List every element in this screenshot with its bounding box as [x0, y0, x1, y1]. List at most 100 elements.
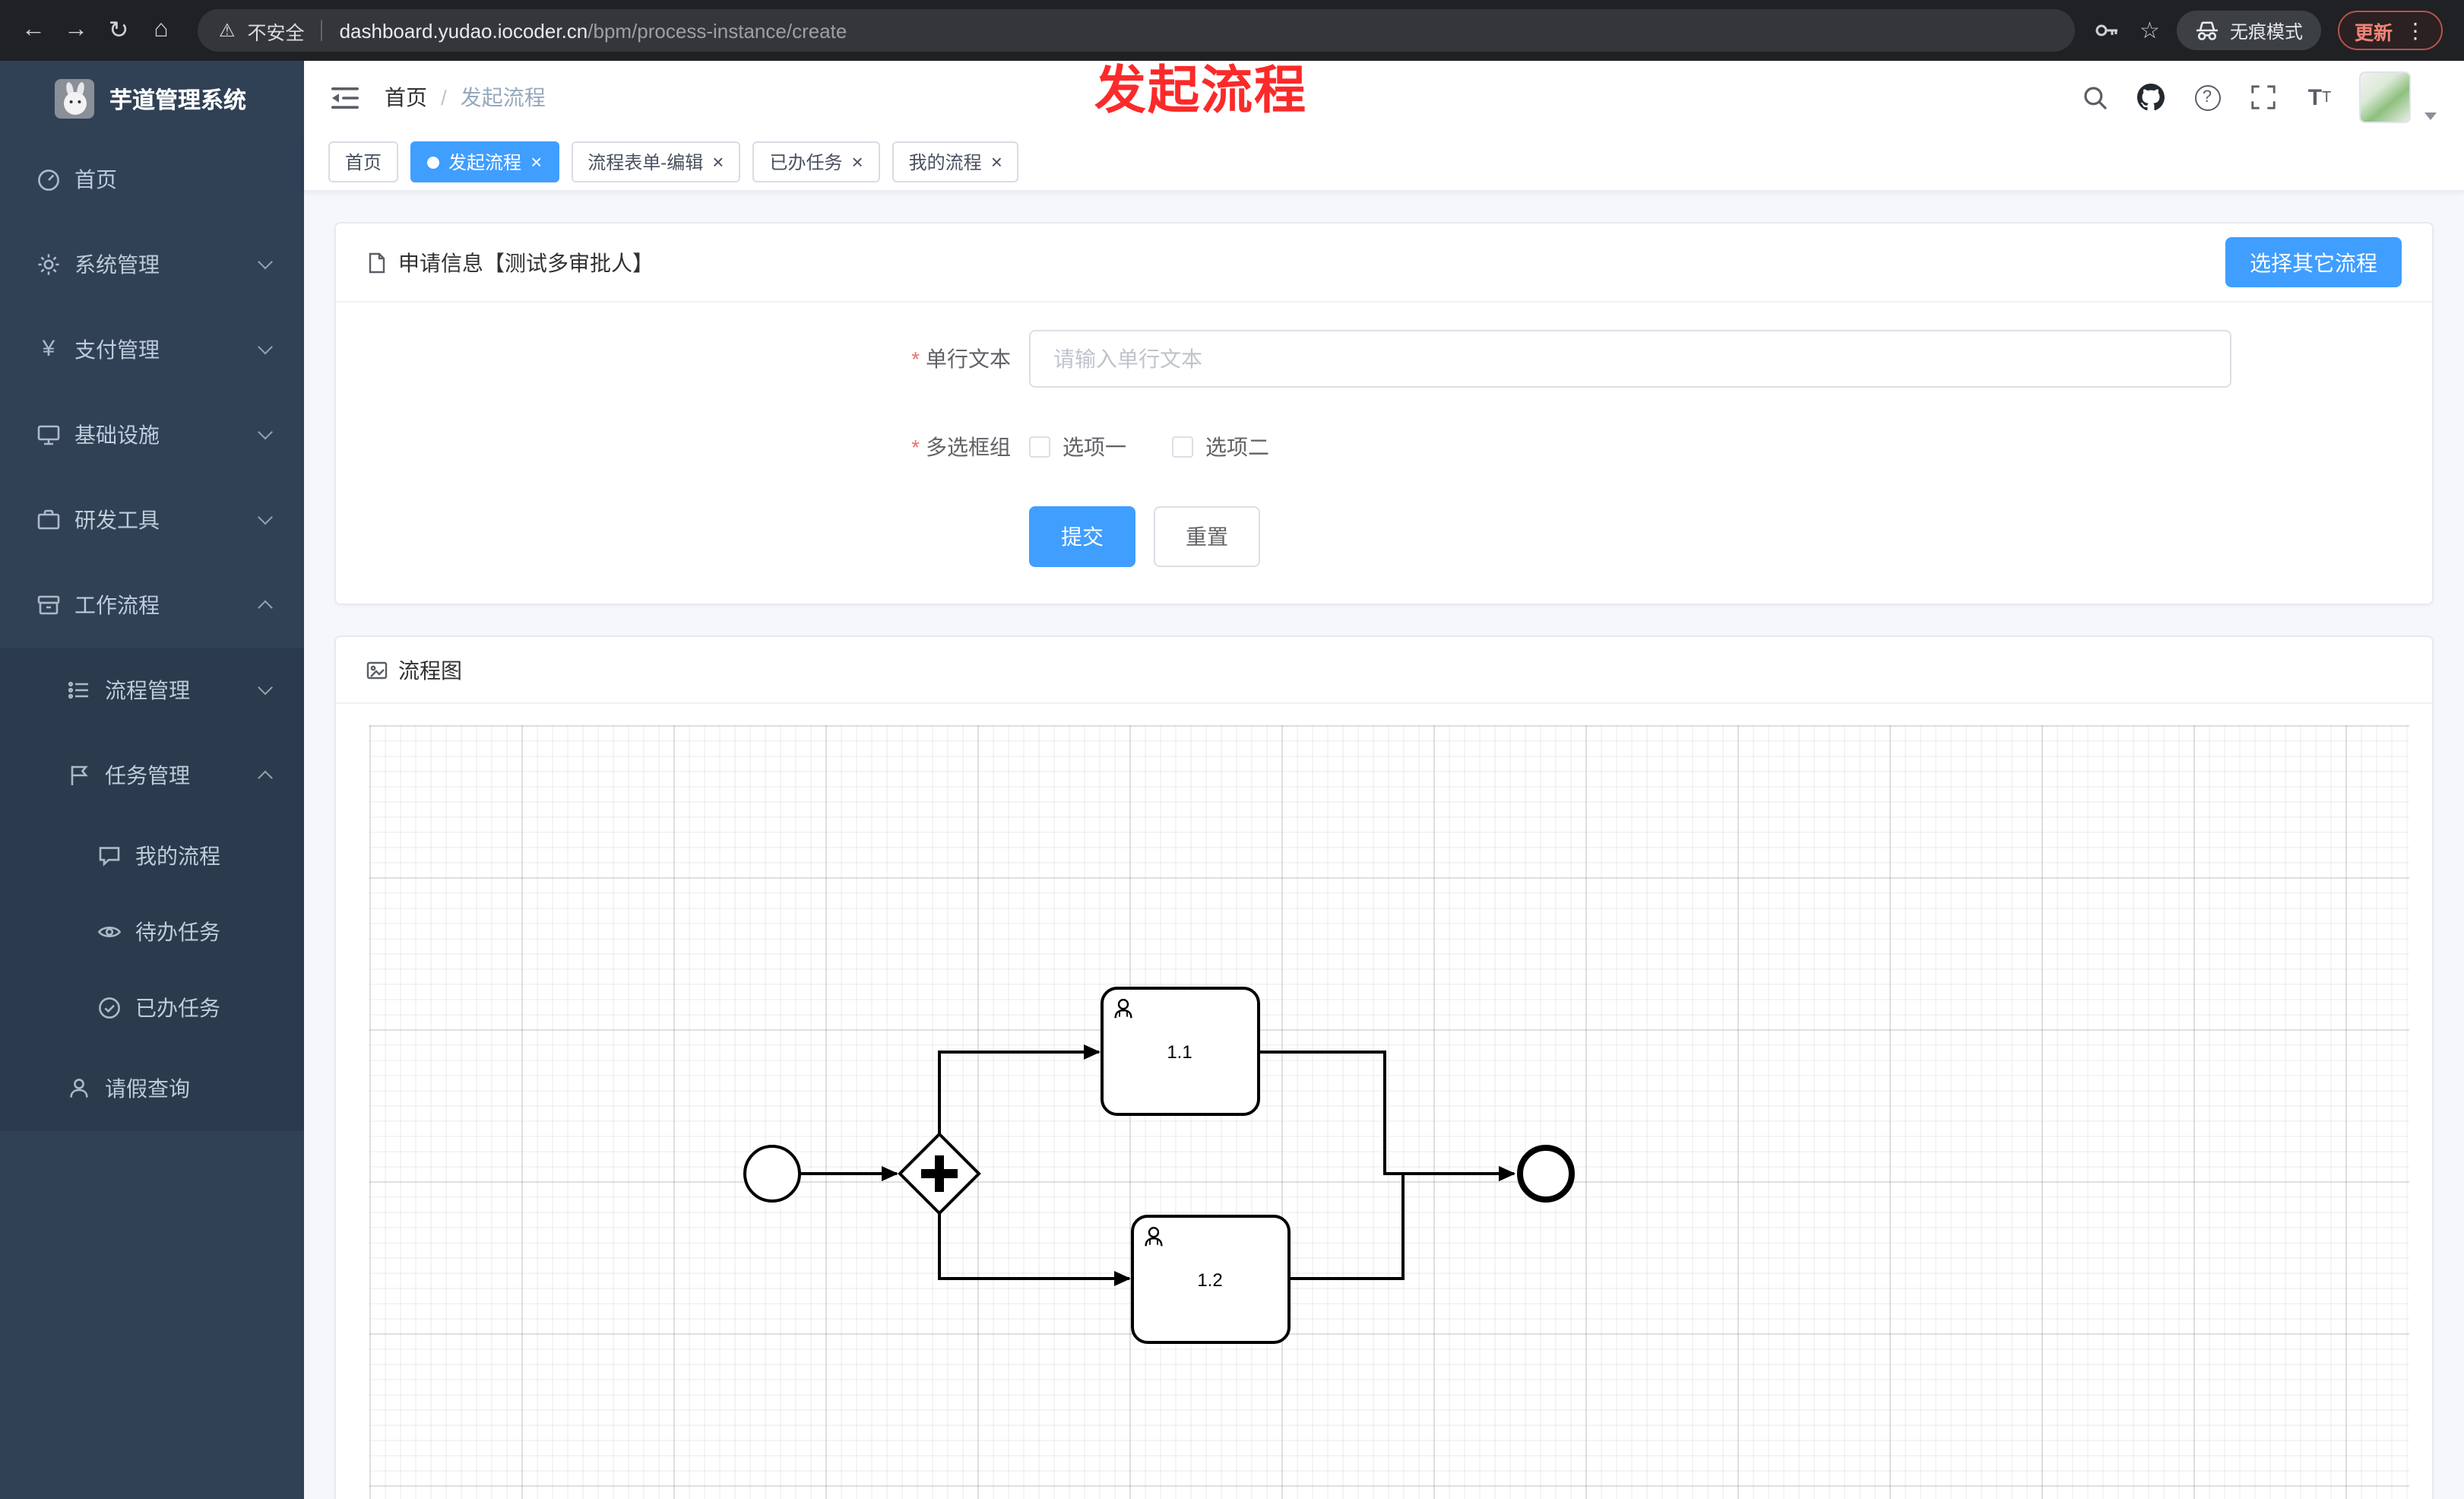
process-management-icon	[68, 681, 88, 699]
user-avatar[interactable]	[2359, 71, 2411, 123]
checkbox-option-2[interactable]: 选项二	[1172, 432, 1269, 462]
sidebar-item-label: 工作流程	[74, 593, 160, 617]
search-icon[interactable]	[2078, 79, 2111, 116]
sidebar-item-dev-tools[interactable]: 研发工具	[0, 477, 304, 563]
close-icon[interactable]: ×	[990, 151, 1002, 173]
apply-info-title: 申请信息【测试多审批人】	[398, 250, 654, 274]
single-line-text-input[interactable]	[1029, 330, 2231, 388]
browser-reload-icon[interactable]: ↻	[108, 18, 129, 44]
address-bar[interactable]: ⚠ 不安全 dashboard.yudao.iocoder.cn/bpm/pro…	[198, 9, 2075, 52]
document-icon	[369, 252, 385, 273]
sidebar-item-payment-management[interactable]: ¥ 支付管理	[0, 307, 304, 392]
sidebar-item-label: 支付管理	[74, 338, 160, 362]
sidebar-item-label: 流程管理	[105, 678, 190, 702]
leave-query-icon	[70, 1079, 88, 1098]
chevron-up-icon	[258, 770, 273, 786]
sidebar-item-workflow[interactable]: 工作流程	[0, 563, 304, 648]
incognito-label: 无痕模式	[2229, 21, 2303, 42]
select-other-process-button[interactable]: 选择其它流程	[2225, 237, 2402, 287]
incognito-badge: 无痕模式	[2176, 11, 2321, 50]
app-logo-row[interactable]: 芋道管理系统	[0, 61, 304, 137]
bookmark-star-icon[interactable]: ☆	[2139, 18, 2160, 44]
help-icon[interactable]: ?	[2190, 79, 2224, 116]
sidebar-item-system-management[interactable]: 系统管理	[0, 222, 304, 307]
tab-home[interactable]: 首页	[328, 141, 399, 182]
browser-home-icon[interactable]: ⌂	[154, 17, 169, 43]
dashboard-icon	[38, 170, 59, 191]
key-icon[interactable]	[2089, 12, 2123, 49]
avatar-caret-down-icon[interactable]	[2424, 113, 2437, 120]
toolbox-icon	[37, 509, 60, 530]
breadcrumb-separator: /	[441, 85, 447, 109]
sequence-flow-gateway-to-task-1-1	[938, 1044, 1101, 1134]
breadcrumb-current: 发起流程	[460, 85, 546, 109]
sequence-flow-gateway-to-task-1-2	[938, 1213, 1131, 1286]
sidebar-item-leave-query[interactable]: 请假查询	[0, 1046, 304, 1131]
checkbox-option-1[interactable]: 选项一	[1029, 432, 1126, 462]
github-icon[interactable]	[2134, 79, 2168, 116]
chevron-down-icon	[258, 254, 273, 270]
workflow-icon	[37, 595, 60, 615]
checkbox-option-label: 选项二	[1205, 435, 1269, 459]
close-icon[interactable]: ×	[712, 151, 724, 173]
sidebar-item-task-management[interactable]: 任务管理	[0, 733, 304, 818]
tab-label: 首页	[345, 152, 382, 173]
task-label: 1.1	[1167, 1042, 1192, 1063]
chevron-down-icon	[258, 424, 273, 440]
browser-menu-icon[interactable]: ⋮	[2405, 17, 2426, 42]
sidebar-collapse-icon[interactable]	[328, 79, 362, 116]
sidebar-item-home[interactable]: 首页	[0, 137, 304, 222]
start-event[interactable]	[743, 1145, 801, 1203]
yen-icon: ¥	[42, 336, 55, 362]
sidebar-item-process-management[interactable]: 流程管理	[0, 648, 304, 733]
submit-button[interactable]: 提交	[1029, 506, 1135, 567]
sidebar-item-todo-tasks[interactable]: 待办任务	[0, 894, 304, 970]
sidebar-item-label: 系统管理	[74, 252, 160, 277]
chevron-up-icon	[258, 600, 273, 616]
browser-forward-icon[interactable]: →	[64, 17, 88, 43]
security-warning-icon: ⚠	[219, 20, 236, 41]
chevron-down-icon	[258, 509, 273, 525]
tab-label: 已办任务	[769, 152, 843, 173]
reset-button[interactable]: 重置	[1154, 506, 1260, 567]
annotation-title: 发起流程	[1094, 62, 1307, 120]
task-management-icon	[71, 765, 88, 785]
sidebar-item-infrastructure[interactable]: 基础设施	[0, 392, 304, 477]
close-icon[interactable]: ×	[530, 151, 543, 173]
single-line-text-label: *单行文本	[911, 347, 1011, 371]
security-label[interactable]: 不安全	[247, 22, 305, 43]
checkbox-option-label: 选项一	[1063, 435, 1126, 459]
tab-label: 我的流程	[908, 152, 982, 173]
sidebar-item-my-process[interactable]: 我的流程	[0, 818, 304, 894]
sidebar-item-done-tasks[interactable]: 已办任务	[0, 970, 304, 1046]
checkbox-icon[interactable]	[1029, 436, 1050, 458]
tab-initiate-process[interactable]: 发起流程 ×	[410, 141, 559, 182]
sequence-flow-task-1-2-to-end	[1289, 1166, 1515, 1280]
question-mark: ?	[2194, 84, 2220, 110]
user-task-1-2[interactable]: 1.2	[1131, 1215, 1291, 1344]
tab-done-tasks[interactable]: 已办任务 ×	[752, 141, 880, 182]
process-diagram-card: 流程图	[334, 635, 2434, 1499]
fullscreen-icon[interactable]	[2247, 79, 2280, 116]
omnibox-divider	[321, 20, 323, 41]
incognito-icon	[2196, 21, 2218, 40]
update-label: 更新	[2354, 22, 2393, 43]
user-task-1-1[interactable]: 1.1	[1101, 987, 1260, 1116]
close-icon[interactable]: ×	[851, 151, 863, 173]
chrome-actions: ☆ 无痕模式 更新 ⋮	[2089, 11, 2443, 50]
breadcrumb-home[interactable]: 首页	[385, 85, 427, 109]
tab-process-form-edit[interactable]: 流程表单-编辑 ×	[571, 141, 741, 182]
active-tab-dot	[427, 156, 440, 168]
tab-my-process[interactable]: 我的流程 ×	[892, 141, 1019, 182]
browser-chrome: ← → ↻ ⌂ ⚠ 不安全 dashboard.yudao.iocoder.cn…	[0, 0, 2464, 61]
chrome-update-button[interactable]: 更新 ⋮	[2337, 11, 2443, 50]
process-diagram-title: 流程图	[398, 658, 462, 682]
browser-back-icon[interactable]: ←	[21, 17, 46, 43]
checkbox-icon[interactable]	[1172, 436, 1193, 458]
breadcrumb: 首页 / 发起流程	[385, 82, 546, 113]
app-header: 首页 / 发起流程 ?	[304, 61, 2464, 134]
page-url: dashboard.yudao.iocoder.cn/bpm/process-i…	[340, 19, 847, 42]
bpmn-canvas[interactable]: 1.1 1.2	[369, 725, 2409, 1499]
end-event[interactable]	[1517, 1145, 1575, 1203]
